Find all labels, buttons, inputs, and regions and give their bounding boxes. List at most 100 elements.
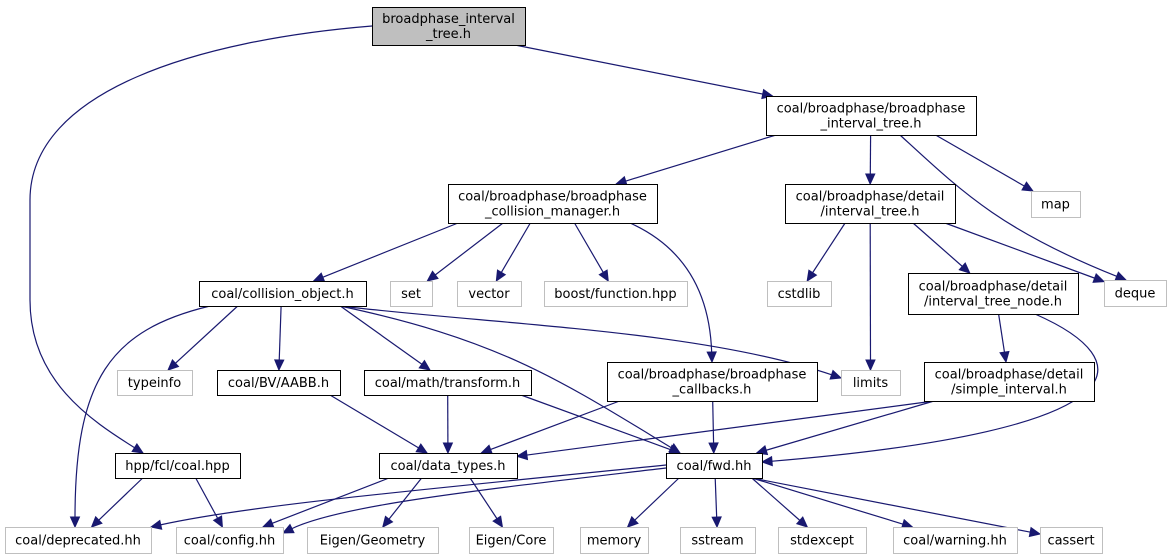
edge-bp_collision_manager-to-collision_object — [312, 222, 459, 282]
arrowhead-icon — [149, 519, 163, 530]
edge-hpp_fcl_coal-to-config — [195, 477, 223, 529]
node-label: coal/collision_object.h — [211, 287, 354, 302]
arrowhead-icon — [806, 269, 818, 283]
node-config: coal/config.hh — [176, 527, 284, 554]
node-interval-tree-node[interactable]: coal/broadphase/detail/interval_tree_nod… — [908, 273, 1079, 315]
edge-line — [271, 477, 390, 525]
edge-detail_interval_tree-to-limits — [865, 222, 876, 372]
edge-line — [714, 477, 718, 519]
node-box — [778, 527, 867, 554]
edge-line — [469, 477, 499, 520]
edge-aabb-to-data_types — [329, 394, 429, 454]
node-label: coal/broadphase/broadphase — [618, 368, 807, 383]
node-label: typeinfo — [128, 376, 181, 391]
arrowhead-icon — [90, 515, 103, 528]
node-box — [666, 453, 763, 479]
node-label: vector — [468, 287, 510, 302]
node-label: cassert — [1047, 534, 1094, 549]
arrowhead-icon — [865, 359, 876, 372]
edge-line — [74, 305, 211, 519]
edge-line — [998, 313, 1006, 354]
nodes-layer: broadphase_interval_tree.h coal/broadphas… — [5, 7, 1167, 554]
node-label: _callbacks.h — [672, 383, 752, 398]
arrowhead-icon — [281, 523, 295, 534]
arrowhead-icon — [626, 515, 639, 528]
node-stdexcept: stdexcept — [778, 527, 867, 554]
node-fwd[interactable]: coal/fwd.hh — [666, 453, 763, 479]
node-box — [767, 281, 832, 307]
edge-line — [751, 477, 1032, 533]
node-label: coal/data_types.h — [390, 459, 505, 474]
node-box — [217, 370, 341, 396]
node-label: stdexcept — [790, 534, 854, 549]
edge-interval_tree_node-to-simple_interval — [998, 313, 1010, 364]
node-bp-collision-manager[interactable]: coal/broadphase/broadphase_collision_man… — [448, 184, 658, 224]
node-bp-callbacks[interactable]: coal/broadphase/broadphase_callbacks.h — [607, 362, 818, 402]
node-box — [1040, 527, 1103, 554]
edge-line — [629, 222, 713, 354]
node-label: broadphase_interval — [382, 12, 515, 27]
edge-line — [489, 400, 620, 451]
node-eigen-geometry: Eigen/Geometry — [307, 527, 439, 554]
arrowhead-icon — [495, 269, 507, 283]
edge-line — [944, 222, 1096, 280]
node-label: Eigen/Core — [476, 534, 547, 549]
node-label: deque — [1115, 287, 1156, 302]
edge-line — [811, 222, 846, 274]
edge-fwd-to-config — [281, 467, 667, 534]
node-root[interactable]: broadphase_interval_tree.h — [372, 7, 526, 46]
arrowhead-icon — [760, 455, 773, 467]
node-collision-object[interactable]: coal/collision_object.h — [199, 281, 367, 307]
node-box — [680, 527, 756, 554]
arrowhead-icon — [865, 173, 876, 186]
node-memory: memory — [580, 527, 649, 554]
edge-line — [290, 467, 667, 530]
node-vector: vector — [457, 281, 522, 307]
node-detail-interval-tree[interactable]: coal/broadphase/detail/interval_tree.h — [785, 184, 956, 224]
node-label: coal/broadphase/detail — [935, 368, 1084, 383]
node-cassert: cassert — [1040, 527, 1103, 554]
node-aabb[interactable]: coal/BV/AABB.h — [217, 370, 341, 396]
node-box — [893, 527, 1018, 554]
node-data-types[interactable]: coal/data_types.h — [379, 453, 518, 479]
arrowhead-icon — [69, 516, 81, 529]
edge-line — [278, 305, 282, 362]
edge-root-to-bp_interval_tree — [514, 44, 774, 100]
node-label: coal/config.hh — [184, 534, 275, 549]
edge-bp_collision_manager-to-boost_function — [573, 222, 609, 283]
edge-fwd-to-sstream — [711, 477, 722, 529]
node-hpp-fcl-coal[interactable]: hpp/fcl/coal.hpp — [115, 453, 241, 479]
arrowhead-icon — [958, 262, 971, 274]
edge-collision_object-to-transform — [339, 305, 431, 371]
arrowhead-icon — [515, 449, 529, 461]
arrowhead-icon — [1028, 526, 1042, 538]
node-typeinfo: typeinfo — [117, 370, 193, 396]
node-label: /simple_interval.h — [951, 383, 1067, 398]
arrowhead-icon — [706, 351, 717, 364]
node-simple-interval[interactable]: coal/broadphase/detail/simple_interval.h — [924, 362, 1095, 402]
edge-line — [97, 477, 144, 522]
node-deprecated: coal/deprecated.hh — [5, 527, 152, 554]
edge-line — [935, 134, 1026, 188]
edge-data_types-to-config — [261, 477, 390, 529]
node-box — [176, 527, 284, 554]
edge-line — [633, 477, 680, 522]
edge-line — [751, 477, 801, 522]
node-transform[interactable]: coal/math/transform.h — [364, 370, 532, 396]
edge-collision_object-to-aabb — [274, 305, 285, 372]
node-box — [1031, 191, 1081, 218]
node-label: sstream — [691, 534, 743, 549]
arrowhead-icon — [274, 359, 285, 372]
edge-line — [434, 222, 504, 276]
arrowhead-icon — [829, 369, 843, 380]
edge-line — [339, 305, 673, 449]
edge-fwd-to-cassert — [751, 477, 1042, 538]
edge-data_types-to-eigen_core — [469, 477, 504, 529]
node-bp-interval-tree[interactable]: coal/broadphase/broadphase_interval_tree… — [766, 96, 977, 136]
edge-line — [573, 222, 605, 274]
edge-bp_collision_manager-to-bp_callbacks — [629, 222, 717, 364]
edge-line — [525, 400, 935, 456]
edge-bp_interval_tree-to-map — [935, 134, 1034, 192]
edge-line — [712, 400, 715, 445]
